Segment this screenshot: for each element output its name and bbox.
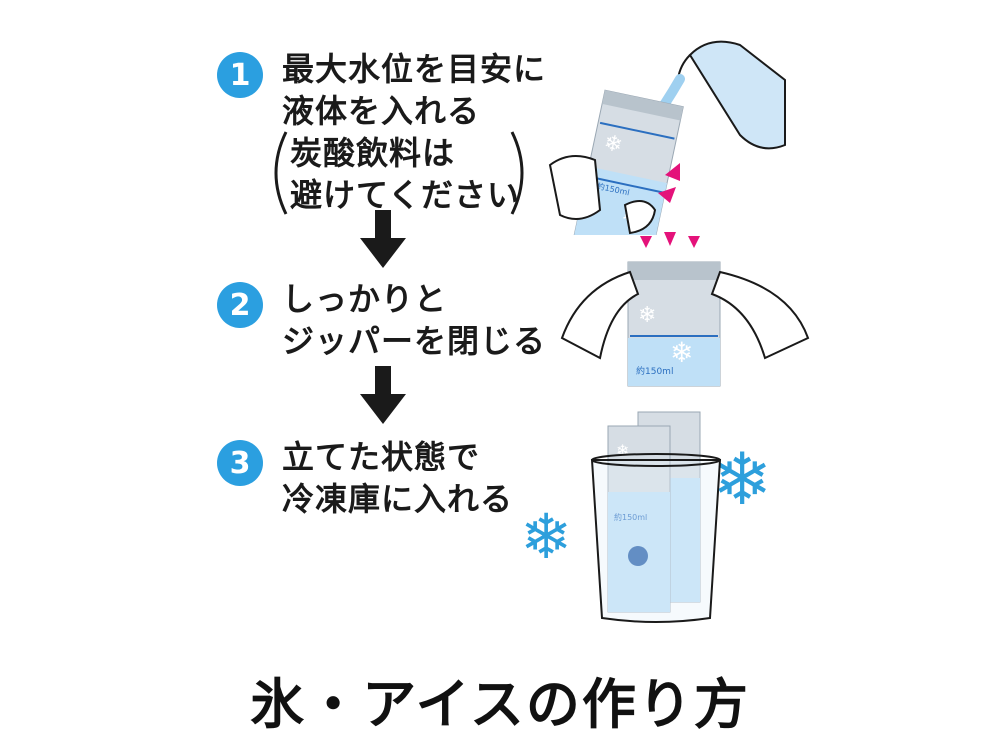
svg-text:❄: ❄ xyxy=(601,130,624,158)
step-2-number-badge: 2 xyxy=(217,282,263,328)
step-2-line-2: ジッパーを閉じる xyxy=(282,322,547,360)
step-2-instruction: しっかりと ジッパーを閉じる xyxy=(282,278,546,362)
step-3-number-badge: 3 xyxy=(217,440,263,486)
snowflake-icon: ❄ xyxy=(712,437,772,521)
step-1-number-badge: 1 xyxy=(217,52,263,98)
step-1-note-line-2: 避けてください xyxy=(290,176,521,214)
illustration-pouches-in-glass: ❄ ❄ ❄ 約150ml xyxy=(520,411,772,623)
step-3-line-2: 冷凍庫に入れる xyxy=(282,480,514,518)
down-arrow-icon xyxy=(360,366,406,424)
svg-text:❄: ❄ xyxy=(670,336,693,369)
step-1-instruction: 最大水位を目安に 液体を入れる xyxy=(282,48,546,132)
step-1-note-line-1: 炭酸飲料は xyxy=(290,134,456,172)
step-3-instruction: 立てた状態で 冷凍庫に入れる xyxy=(282,436,513,520)
down-arrow-icon xyxy=(360,210,406,268)
illustration-closing-zipper: 約150ml ❄ ❄ xyxy=(560,232,810,387)
step-1-line-1: 最大水位を目安に xyxy=(282,50,547,88)
note-open-paren xyxy=(274,131,288,215)
svg-text:❄: ❄ xyxy=(638,303,656,328)
note-close-paren xyxy=(510,131,524,215)
step-2-line-1: しっかりと xyxy=(282,280,448,318)
snowflake-icon: ❄ xyxy=(520,500,572,573)
pouch-label: 約150ml xyxy=(614,512,647,522)
page-title: 氷・アイスの作り方 xyxy=(250,673,750,736)
illustration-pouring-liquid: 約150ml ❄ ❄ xyxy=(548,40,786,235)
step-3-line-1: 立てた状態で xyxy=(282,438,481,476)
svg-text:❄: ❄ xyxy=(616,441,629,460)
step-1-note: 炭酸飲料は 避けてください xyxy=(290,132,520,216)
pouch-label: 約150ml xyxy=(636,365,673,377)
step-1-line-2: 液体を入れる xyxy=(282,92,481,130)
